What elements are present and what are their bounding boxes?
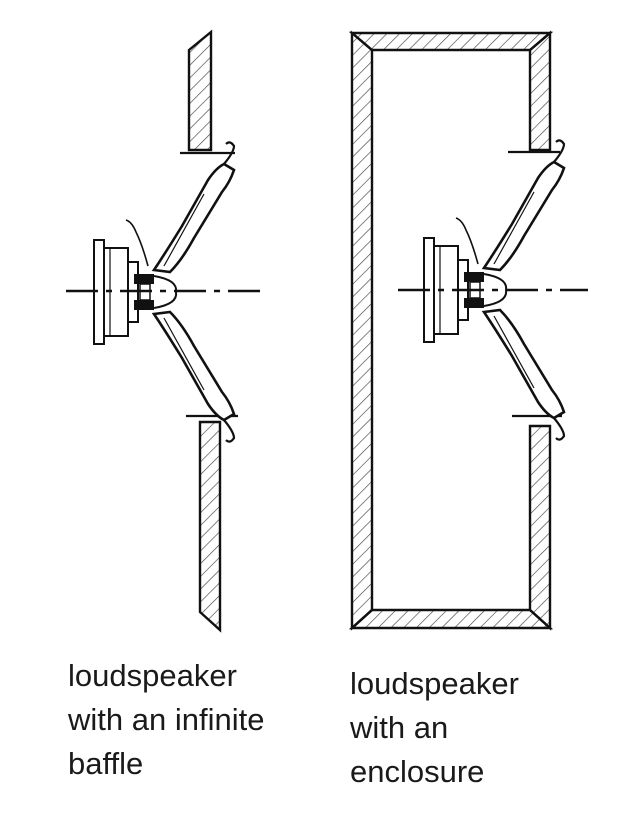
enclosure-bottom-wall	[348, 608, 554, 630]
caption-line: enclosure	[350, 754, 485, 789]
caption-line: with an	[350, 710, 449, 745]
caption-line: with an infinite	[68, 702, 265, 737]
caption-line: loudspeaker	[68, 658, 237, 693]
infinite-baffle-caption: loudspeaker with an infinite baffle	[68, 654, 264, 786]
enclosure-front-lower	[528, 424, 552, 631]
enclosure-drawing	[348, 30, 588, 631]
upper-baffle-plate	[187, 29, 213, 152]
lower-baffle-plate	[198, 420, 222, 633]
infinite-baffle-drawing	[66, 29, 262, 633]
caption-line: loudspeaker	[350, 666, 519, 701]
enclosure-caption: loudspeaker with an enclosure	[350, 662, 519, 794]
enclosure-front-upper	[528, 30, 552, 152]
enclosure-top-wall	[348, 31, 554, 52]
caption-line: baffle	[68, 746, 144, 781]
enclosure-left-wall	[350, 30, 374, 631]
